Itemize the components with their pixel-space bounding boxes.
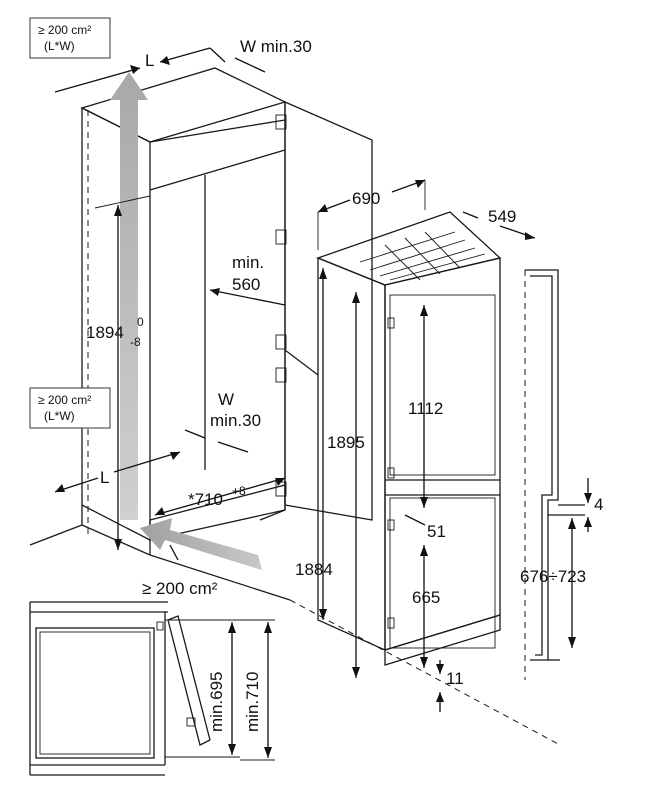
door-gap-label: 4: [594, 495, 603, 514]
w-mid-line2: min.30: [210, 411, 261, 430]
height-51-label: 51: [427, 522, 446, 541]
door-range-label: 676÷723: [520, 567, 586, 586]
height-665-label: 665: [412, 588, 440, 607]
height-11-label: 11: [446, 669, 464, 688]
l-top-label: L: [145, 51, 154, 70]
vent-box-mid: ≥ 200 cm² (L*W): [29, 387, 111, 429]
niche-height-sub: -8: [130, 335, 141, 349]
niche-detail: min.695 min.710: [29, 601, 275, 776]
w-top-label: W min.30: [240, 37, 312, 56]
min560-line1: min.: [232, 253, 264, 272]
vent-bottom-label: ≥ 200 cm²: [142, 579, 218, 598]
appliance-depth-label: 549: [488, 207, 516, 226]
niche-height-sup: 0: [137, 315, 144, 329]
door-profile: 4 676÷723: [520, 269, 603, 680]
niche-depth-label: *710: [188, 490, 223, 509]
appliance-width-label: 690: [352, 189, 380, 208]
appliance-dimensions: 690 549 1895 1884 1112 51 665 11: [295, 179, 536, 712]
left-dimensions: L W min.30 1894 0 -8 min. 560 W min.30 L…: [54, 37, 312, 598]
niche-height-label: 1894: [86, 323, 124, 342]
airflow-arrows: [110, 72, 262, 570]
l-bottom-label: L: [100, 468, 109, 487]
vent-mid-line2: (L*W): [44, 409, 75, 423]
niche-depth-sup: +8: [232, 484, 246, 498]
vent-top-line1: ≥ 200 cm²: [38, 23, 91, 37]
vent-box-top: ≥ 200 cm² (L*W): [29, 17, 111, 59]
height-1884-label: 1884: [295, 560, 333, 579]
vent-top-line2: (L*W): [44, 39, 75, 53]
min560-line2: 560: [232, 275, 260, 294]
height-1112-label: 1112: [408, 399, 443, 418]
appliance: [316, 211, 502, 666]
vent-mid-line1: ≥ 200 cm²: [38, 393, 91, 407]
min695-label: min.695: [207, 672, 226, 732]
height-1895-label: 1895: [327, 433, 365, 452]
w-mid-line1: W: [218, 390, 234, 409]
min710-label: min.710: [243, 672, 262, 732]
